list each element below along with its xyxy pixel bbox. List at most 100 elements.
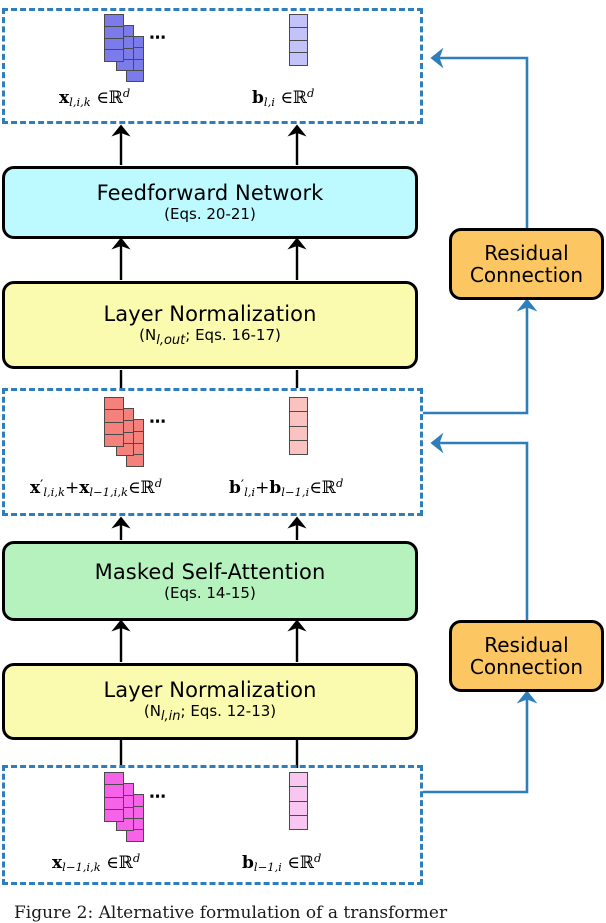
input-b-sup: d bbox=[314, 851, 322, 865]
layernorm-out-sub-suffix: ; Eqs. 16-17) bbox=[185, 325, 281, 344]
output-tensor-group bbox=[2, 8, 423, 124]
residual-bottom-line1: Residual bbox=[484, 632, 569, 657]
x-cell bbox=[117, 808, 133, 820]
middle-b-var: b bbox=[229, 477, 241, 498]
x-cell bbox=[117, 26, 133, 38]
x-cell bbox=[127, 830, 143, 841]
input-x-var: x bbox=[52, 852, 63, 873]
x-cell bbox=[127, 819, 143, 831]
residual-top-text: Residual Connection bbox=[470, 240, 583, 287]
x-cell bbox=[127, 60, 143, 71]
x-cell bbox=[127, 48, 143, 60]
middle-x-sub2: l−1,i,k bbox=[89, 485, 128, 500]
middle-x-in: ∈ bbox=[127, 477, 141, 498]
x-cell bbox=[105, 773, 123, 786]
output-x-sub: l,i,k bbox=[69, 95, 91, 110]
x-column-1 bbox=[104, 772, 124, 822]
x-cell bbox=[105, 410, 123, 423]
layer-normalization-out-block[interactable]: Layer Normalization (Nl,out; Eqs. 16-17) bbox=[2, 281, 418, 369]
feedforward-subtitle: (Eqs. 20-21) bbox=[164, 205, 256, 224]
input-x-set: ℝ bbox=[118, 852, 133, 873]
middle-x-sub1: l,i,k bbox=[43, 485, 65, 500]
output-x-vector-stack: ⋯ bbox=[104, 14, 166, 84]
residual-bottom-text: Residual Connection bbox=[469, 632, 584, 679]
x-cell bbox=[105, 810, 123, 821]
feedforward-title: Feedforward Network bbox=[96, 181, 324, 206]
layernorm-out-sub-sub: l,out bbox=[156, 332, 186, 348]
output-b-label: bl,i ∈ℝd bbox=[252, 86, 314, 109]
output-b-sub: l,i bbox=[263, 95, 275, 110]
middle-x-label: x′l,i,k+xl−1,i,k∈ℝd bbox=[30, 476, 162, 499]
x-cell bbox=[127, 795, 143, 807]
x-column-1 bbox=[104, 14, 124, 62]
x-cell bbox=[105, 15, 123, 27]
residual-bottom-line2: Connection bbox=[469, 655, 584, 679]
input-b-var: b bbox=[242, 852, 254, 873]
x-cell bbox=[127, 455, 143, 466]
masked-self-attention-block[interactable]: Masked Self-Attention (Eqs. 14-15) bbox=[2, 541, 418, 621]
plus-sign: + bbox=[255, 477, 270, 498]
x-cell bbox=[105, 435, 123, 446]
input-b-in: ∈ bbox=[287, 852, 300, 873]
residual-connector-top bbox=[423, 47, 538, 415]
layernorm-out-sub-prefix: (N bbox=[139, 325, 157, 344]
residual-connection-bottom-block[interactable]: Residual Connection bbox=[449, 620, 604, 692]
b-cell bbox=[290, 28, 307, 41]
middle-x-sup: d bbox=[154, 476, 163, 490]
middle-b-in: ∈ bbox=[309, 477, 322, 498]
layernorm-in-sub-sub: l,in bbox=[160, 709, 181, 725]
output-x-var: x bbox=[59, 87, 70, 108]
b-cell bbox=[290, 41, 307, 54]
x-cell bbox=[117, 37, 133, 49]
x-cell bbox=[127, 444, 143, 456]
x-cell bbox=[105, 785, 123, 798]
input-b-set: ℝ bbox=[299, 852, 314, 873]
x-cell bbox=[105, 39, 123, 51]
b-cell bbox=[290, 398, 307, 413]
layer-normalization-in-block[interactable]: Layer Normalization (Nl,in; Eqs. 12-13) bbox=[2, 663, 418, 740]
middle-b-var2: b bbox=[269, 477, 282, 498]
middle-b-set: ℝ bbox=[321, 477, 336, 498]
b-cell bbox=[290, 802, 307, 816]
residual-connection-top-block[interactable]: Residual Connection bbox=[449, 228, 604, 300]
residual-connector-bottom bbox=[423, 432, 538, 794]
b-cell bbox=[290, 15, 307, 28]
input-tensor-group bbox=[2, 765, 423, 885]
input-x-sub: l−1,i,k bbox=[62, 860, 101, 875]
middle-x-vector-stack: ⋯ bbox=[104, 397, 167, 475]
output-x-in: ∈ bbox=[96, 87, 109, 108]
middle-b-vector bbox=[289, 397, 308, 455]
middle-b-prime: ′ bbox=[240, 477, 245, 494]
x-cell bbox=[105, 27, 123, 39]
x-column-1 bbox=[104, 397, 124, 447]
b-cell bbox=[290, 816, 307, 829]
input-x-vector-stack: ⋯ bbox=[104, 772, 166, 850]
feedforward-network-block[interactable]: Feedforward Network (Eqs. 20-21) bbox=[2, 166, 418, 239]
x-cell bbox=[117, 421, 133, 433]
layernorm-out-title: Layer Normalization bbox=[103, 301, 317, 326]
middle-b-sub1: l,i bbox=[244, 485, 256, 500]
plus-sign: + bbox=[64, 477, 80, 498]
middle-x-set: ℝ bbox=[140, 477, 155, 498]
middle-x-ellipsis: ⋯ bbox=[149, 412, 167, 432]
output-b-sup: d bbox=[307, 86, 315, 100]
figure-caption: Figure 2: Alternative formulation of a t… bbox=[14, 903, 447, 923]
x-cell bbox=[117, 784, 133, 796]
layernorm-in-sub-suffix: ; Eqs. 12-13) bbox=[180, 702, 277, 721]
b-cell bbox=[290, 53, 307, 65]
input-b-sub: l−1,i bbox=[253, 860, 282, 875]
layernorm-out-subtitle: (Nl,out; Eqs. 16-17) bbox=[139, 325, 281, 348]
x-cell bbox=[105, 398, 123, 411]
b-cell bbox=[290, 427, 307, 441]
residual-top-line1: Residual bbox=[484, 240, 569, 265]
input-b-vector bbox=[289, 772, 308, 830]
x-cell bbox=[127, 71, 143, 81]
b-cell bbox=[290, 441, 307, 454]
input-b-label: bl−1,i ∈ℝd bbox=[242, 851, 321, 874]
output-x-set: ℝ bbox=[108, 87, 123, 108]
layernorm-in-sub-prefix: (N bbox=[143, 702, 161, 721]
output-b-in: ∈ bbox=[280, 87, 293, 108]
input-x-label: xl−1,i,k ∈ℝd bbox=[52, 851, 140, 874]
x-cell bbox=[117, 433, 133, 445]
x-cell bbox=[127, 807, 143, 819]
